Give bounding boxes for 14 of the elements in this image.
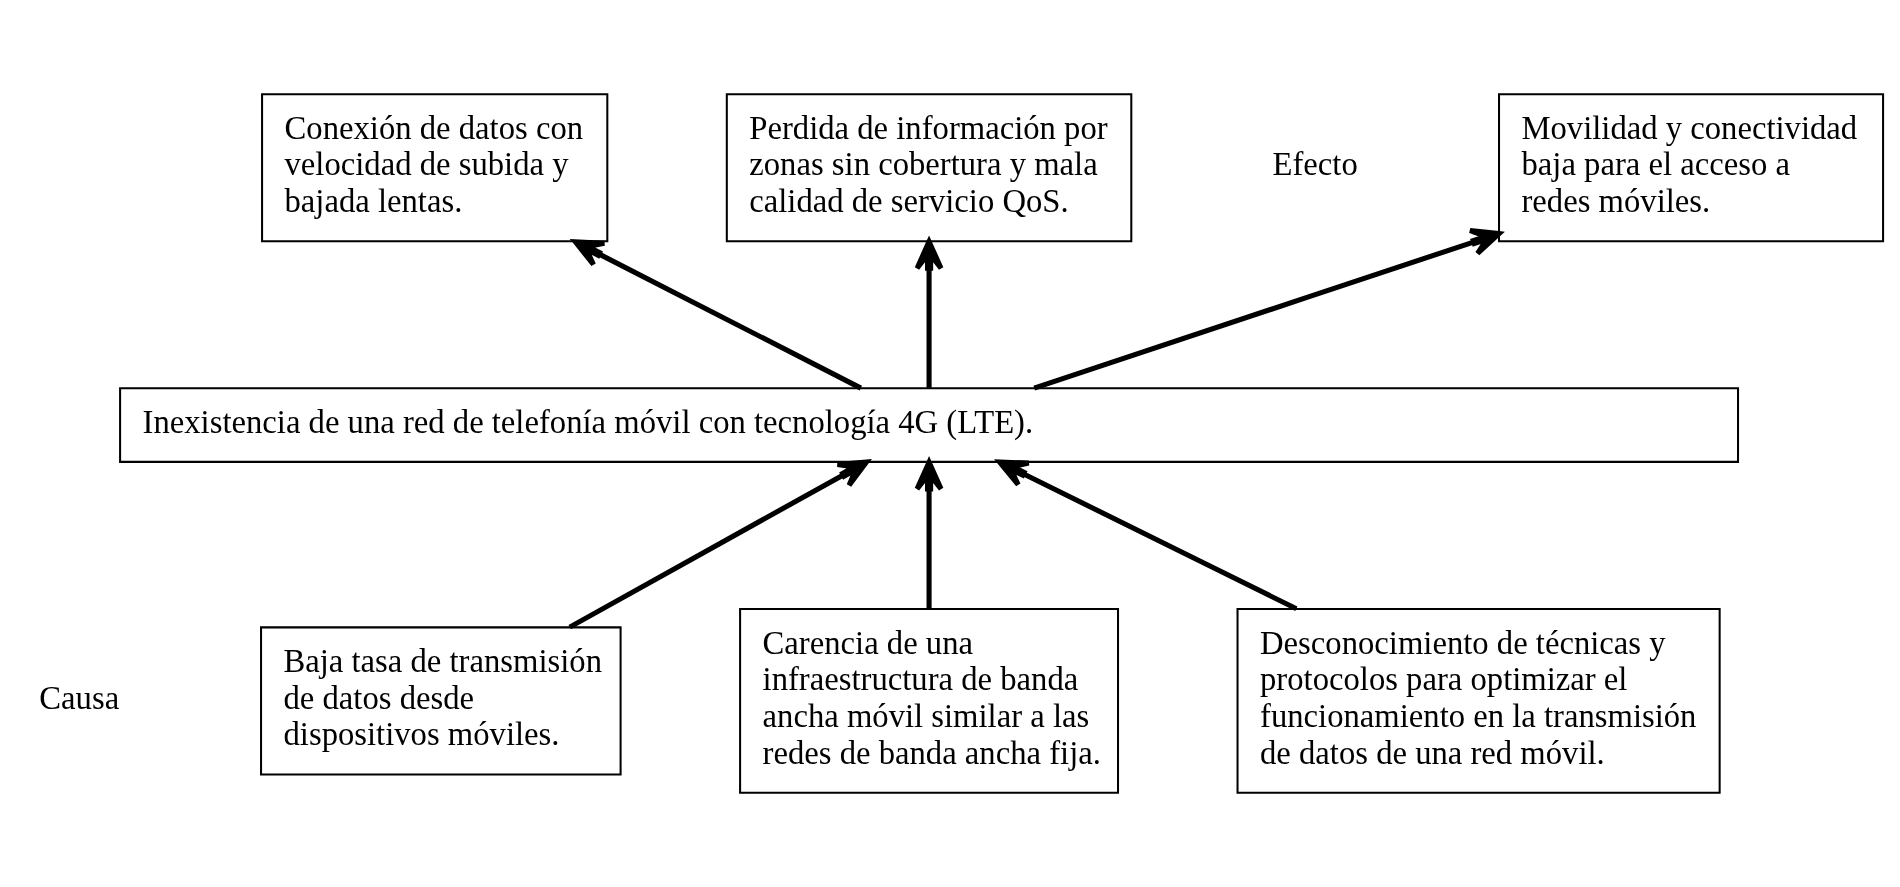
arrow (568, 459, 870, 630)
arrow (997, 459, 1298, 612)
arrow (572, 239, 862, 391)
arrow (914, 459, 944, 609)
label: Efecto (1272, 146, 1358, 183)
arrow (1033, 228, 1502, 391)
node-box: Conexión de datos con velocidad de subida y bajada lentas. (261, 93, 609, 243)
label: Causa (39, 679, 120, 716)
node-box: Desconocimiento de técnicas y protocolos para optimizar el funcionamiento en la transmisión de datos de una red móvil. (1236, 607, 1721, 794)
node-box: Inexistencia de una red de telefonía móvil con tecnología 4G (LTE). (119, 387, 1740, 463)
node-box: Carencia de una infraestructura de banda ancha móvil similar a las redes de banda ancha fija. (739, 607, 1120, 794)
node-box: Perdida de información por zonas sin cobertura y mala calidad de servicio QoS. (725, 93, 1133, 243)
node-box: Baja tasa de transmisión de datos desde dispositivos móviles. (260, 626, 622, 776)
node-box: Movilidad y conectividad baja para el acceso a redes móviles. (1498, 93, 1885, 243)
